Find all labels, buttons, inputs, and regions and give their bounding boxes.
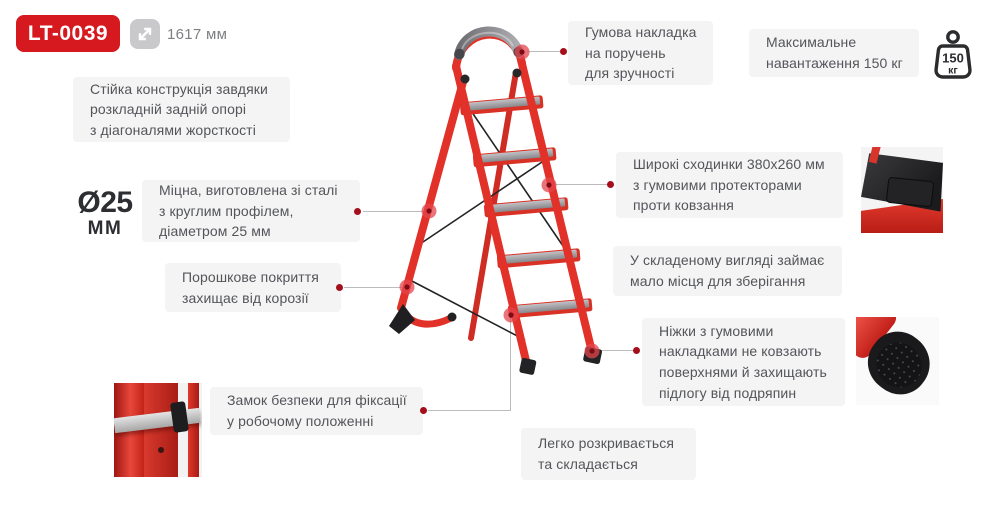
callout-easy-folding: Легко розкривається та складається: [521, 428, 696, 480]
lock-photo-screw: [158, 447, 164, 453]
weight-icon-unit: кг: [948, 65, 958, 77]
connector-line-lock-v: [510, 315, 511, 411]
callout-steel-tube-text: Міцна, виготовлена зі сталі з круглим пр…: [159, 182, 338, 240]
connector-dot-steel: [354, 208, 361, 215]
callout-marker-lock: [503, 307, 519, 323]
callout-powder-coating: Порошкове покриття захищає від корозії: [165, 263, 341, 312]
callout-compact-folded: У складеному вигляді займає мало місця д…: [613, 246, 842, 296]
weight-icon-value: 150: [942, 51, 964, 66]
rubber-foot-photo: [856, 317, 939, 405]
callout-rubber-handle-text: Гумова накладка на поручень для зручност…: [585, 24, 697, 82]
callout-max-load-text: Максимальне навантаження 150 кг: [766, 34, 903, 71]
ladder-hinge-right: [512, 68, 522, 78]
step-photo-tread-pattern: [885, 176, 935, 208]
callout-rubber-handle: Гумова накладка на поручень для зручност…: [568, 21, 713, 85]
ladder-rear-bar-tip: [447, 312, 457, 322]
ladder-hinge-left: [460, 74, 470, 84]
connector-line-steps: [552, 184, 610, 185]
callout-compact-folded-text: У складеному вигляді займає мало місця д…: [630, 252, 825, 289]
grip-end-left: [454, 48, 465, 60]
callout-wide-steps: Широкі сходинки 380х260 мм з гумовими пр…: [616, 152, 843, 218]
tube-diameter-value: Ø25: [77, 186, 133, 219]
connector-line-feet: [598, 350, 636, 351]
ladder-step-2: [496, 248, 581, 269]
callout-rubber-feet-text: Ніжки з гумовими накладками не ковзають …: [659, 322, 827, 401]
callout-easy-folding-text: Легко розкривається та складається: [538, 435, 675, 472]
ladder-step-3: [483, 197, 569, 218]
ladder-handle-grip: [454, 26, 524, 60]
callout-rubber-feet: Ніжки з гумовими накладками не ковзають …: [642, 318, 845, 406]
ladder-diagonal-braces: [409, 101, 564, 341]
safety-lock-photo: [114, 383, 202, 477]
grip-highlight: [461, 31, 514, 50]
callout-construction: Стійка конструкція завдяки розкладній за…: [73, 77, 290, 142]
callout-marker-handle: [514, 44, 530, 60]
step-surface-photo: [861, 147, 943, 233]
connector-dot-coating: [336, 284, 343, 291]
tube-diameter: Ø25 ММ: [76, 186, 134, 240]
model-badge: LT-0039: [16, 15, 120, 52]
weight-icon: 150 кг: [931, 29, 975, 86]
ladder-rear-foot: [389, 304, 415, 334]
callout-max-load: Максимальне навантаження 150 кг: [749, 29, 919, 77]
lock-photo-rail-mid: [144, 383, 178, 477]
ladder-illustration: [389, 26, 603, 375]
connector-dot-lock: [420, 407, 427, 414]
connector-dot-steps: [607, 181, 614, 188]
ladder-step-4: [472, 147, 557, 168]
connector-line-handle: [527, 51, 563, 52]
model-badge-label: LT-0039: [27, 21, 109, 45]
expand-diagonal-icon: [130, 19, 160, 49]
callout-steel-tube: Міцна, виготовлена зі сталі з круглим пр…: [142, 180, 360, 242]
connector-line-steel: [363, 211, 429, 212]
callout-marker-steel: [421, 203, 437, 219]
ladder-rear-left-leg: [397, 78, 467, 312]
ladder-step-5: [459, 95, 544, 116]
ladder-step-1: [507, 298, 593, 319]
connector-dot-feet: [633, 347, 640, 354]
callout-marker-coating: [399, 279, 415, 295]
callout-powder-coating-text: Порошкове покриття захищає від корозії: [182, 268, 319, 306]
callout-construction-text: Стійка конструкція завдяки розкладній за…: [90, 80, 268, 138]
ladder-height-value: 1617 мм: [167, 26, 228, 43]
callout-wide-steps-text: Широкі сходинки 380х260 мм з гумовими пр…: [633, 156, 825, 214]
callout-marker-steps: [541, 177, 557, 193]
ladder-front-left-foot: [519, 357, 537, 375]
callout-marker-feet: [584, 343, 600, 359]
callout-safety-lock: Замок безпеки для фіксації у робочому по…: [210, 387, 423, 435]
tube-diameter-unit: ММ: [87, 218, 123, 239]
connector-line-coating: [344, 287, 407, 288]
lock-photo-rail-right: [188, 383, 199, 477]
ladder-front-right-rail: [517, 56, 596, 356]
callout-safety-lock-text: Замок безпеки для фіксації у робочому по…: [227, 392, 407, 429]
connector-line-lock-h: [428, 410, 511, 411]
connector-dot-handle: [560, 48, 567, 55]
